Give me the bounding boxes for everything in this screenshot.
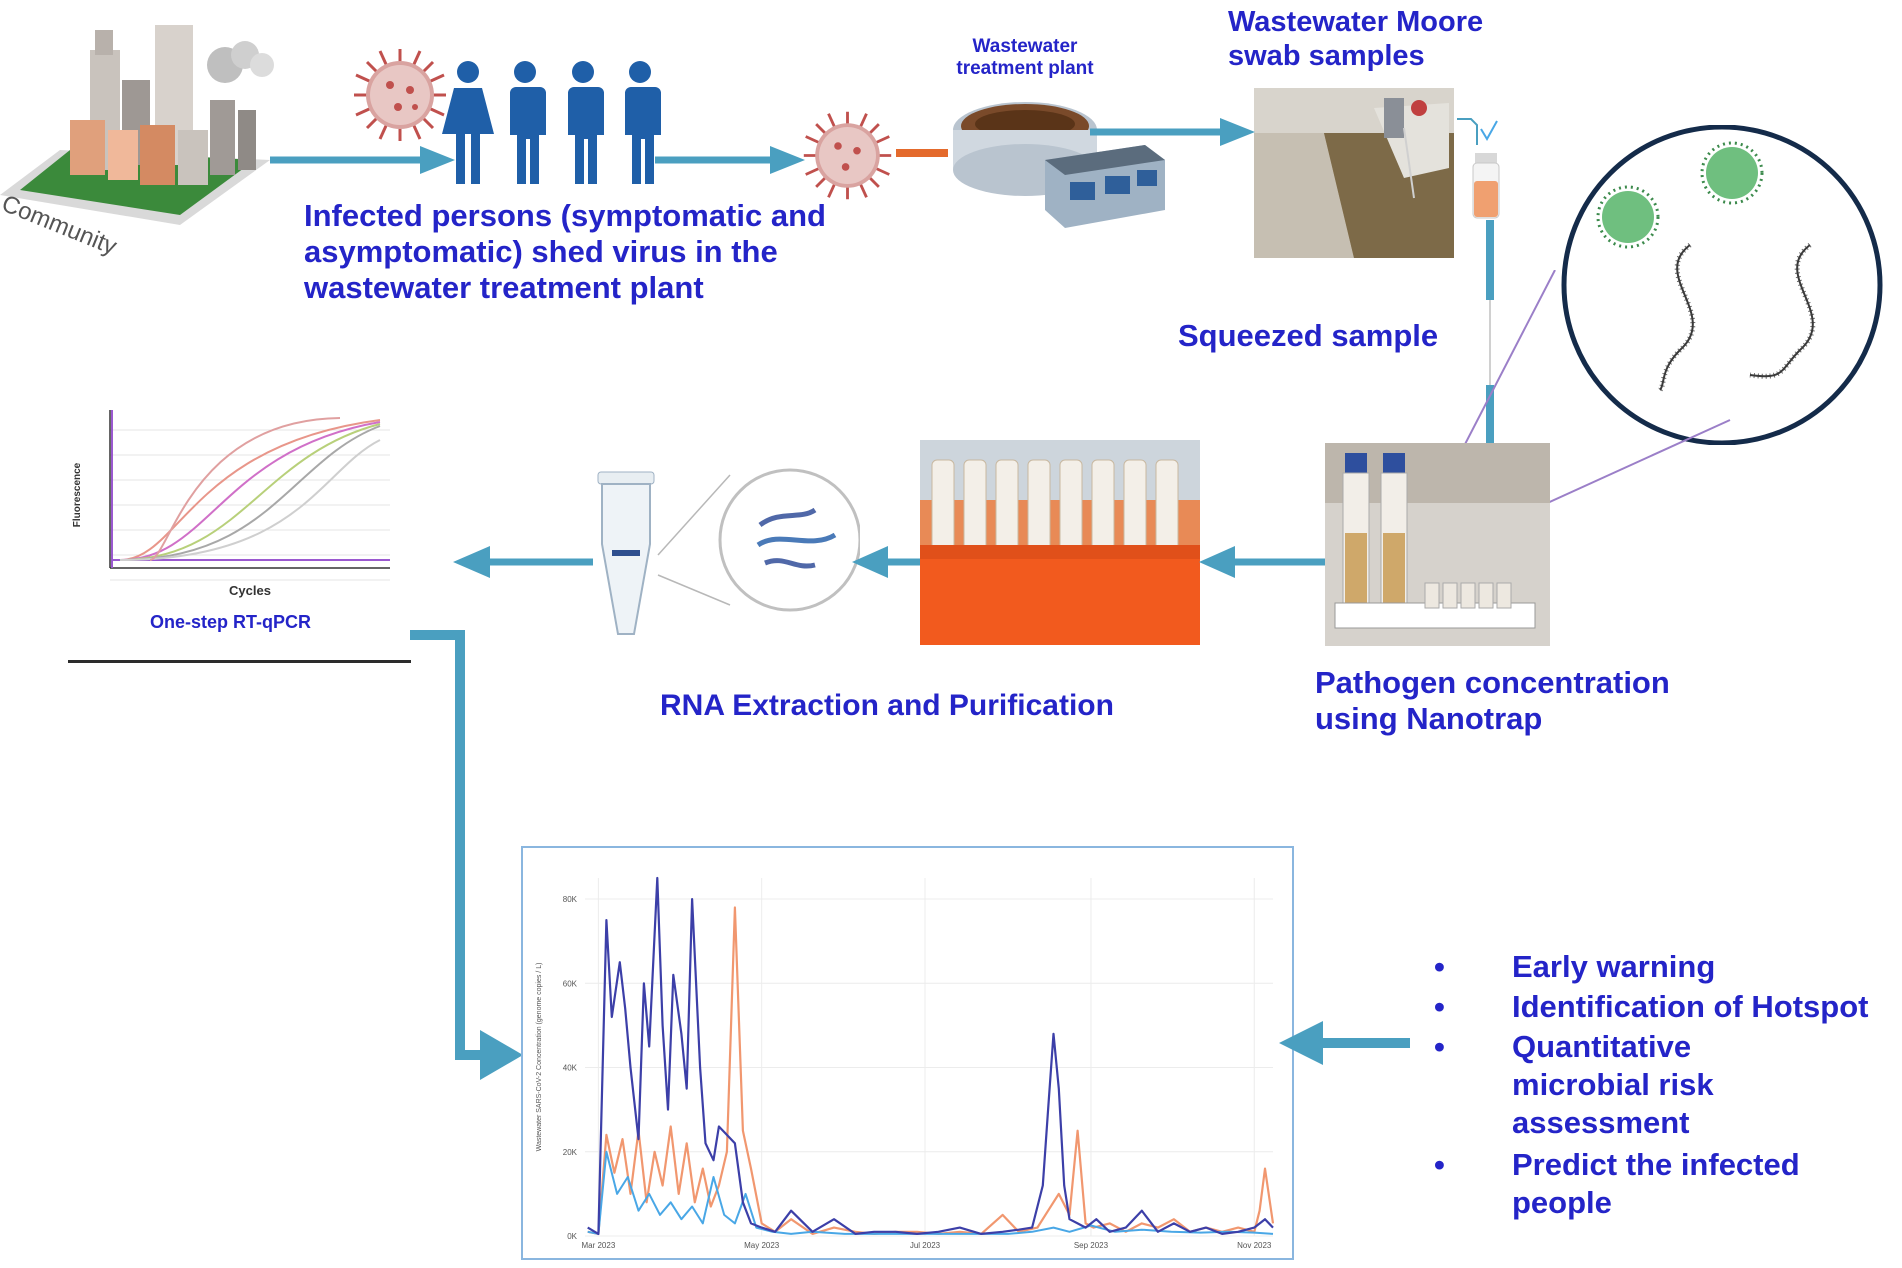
wastewater-time-series-panel: 0K 20K 40K 60K 80K Mar 2023 May 2023 Jul 2023 Se…	[521, 846, 1294, 1260]
arrow-people-to-virus	[655, 146, 805, 174]
bullet-icon: •	[1434, 949, 1445, 984]
arrow-plant-to-swab	[1090, 118, 1255, 146]
arrow-community-to-people	[270, 146, 455, 174]
arrow-to-qpcr	[453, 546, 593, 578]
y-tick-label: 80K	[563, 895, 578, 904]
bullet-icon: •	[1434, 1147, 1445, 1182]
infected-persons-line2: asymptomatic) shed virus in the	[304, 234, 778, 269]
outcome-text: Identification of Hotspot	[1512, 989, 1869, 1024]
x-tick-label: Jul 2023	[910, 1241, 941, 1250]
outcomes-list: • Early warning • Identification of Hotspo…	[1430, 948, 1868, 1224]
wwtp-label-line2: treatment plant	[956, 58, 1094, 79]
rtqpcr-label-text: One-step RT-qPCR	[150, 612, 312, 632]
y-axis-label: Wastewater SARS-CoV-2 Concentration (gen…	[536, 963, 543, 1152]
virus-icon-1	[354, 49, 446, 141]
wwtp-label: Wastewater treatment plant	[930, 36, 1120, 80]
rna-extraction-label: RNA Extraction and Purification	[660, 688, 1114, 724]
x-tick-label: Nov 2023	[1237, 1241, 1272, 1250]
wwtp-label-line1: Wastewater	[972, 36, 1078, 57]
community-city-illustration	[0, 25, 274, 225]
squeezed-sample-text: Squeezed sample	[1178, 318, 1439, 353]
moore-swab-label-line2: swab samples	[1228, 40, 1425, 72]
outcome-text: Predict the infected people	[1512, 1147, 1800, 1220]
rtqpcr-label: One-step RT-qPCR	[150, 612, 311, 633]
rtqpcr-underline	[68, 660, 411, 663]
qpcr-ylabel: Fluorescence	[72, 462, 83, 527]
pathogen-concentration-label: Pathogen concentration using Nanotrap	[1315, 665, 1670, 737]
treatment-plant-illustration	[953, 102, 1165, 228]
arrow-qpcr-to-chart	[410, 630, 523, 1080]
outcome-item: • Identification of Hotspot	[1430, 988, 1868, 1026]
y-tick-label: 60K	[563, 979, 578, 988]
series-line-3	[587, 1150, 1274, 1235]
moore-swab-photo	[1254, 88, 1454, 258]
x-tick-label: Sep 2023	[1074, 1241, 1109, 1250]
squeezed-sample-tube	[1457, 118, 1500, 219]
outcome-item: • Early warning	[1430, 948, 1868, 986]
series-line-1	[587, 876, 1274, 1235]
microcentrifuge-tube	[597, 471, 655, 635]
outcome-item: • Quantitative microbial risk assessment	[1430, 1028, 1822, 1142]
y-tick-label: 20K	[563, 1148, 578, 1157]
wastewater-time-series-chart: 0K 20K 40K 60K 80K Mar 2023 May 2023 Jul 2023 Se…	[536, 876, 1275, 1250]
x-tick-label: Mar 2023	[581, 1241, 615, 1250]
moore-swab-label: Wastewater Moore swab samples	[1228, 5, 1483, 73]
arrow-outcomes-to-chart	[1279, 1021, 1410, 1065]
outcome-text: Quantitative microbial risk assessment	[1512, 1029, 1714, 1140]
outcome-text: Early warning	[1512, 949, 1716, 984]
extraction-tube-rack-photo	[920, 440, 1200, 645]
infected-persons-label: Infected persons (symptomatic and asympt…	[304, 198, 826, 306]
bullet-icon: •	[1434, 1029, 1445, 1064]
pipe-connector	[896, 149, 948, 157]
magnified-pathogen-circle	[1561, 125, 1883, 445]
pathogen-concentration-line2: using Nanotrap	[1315, 701, 1543, 736]
pathogen-concentration-line1: Pathogen concentration	[1315, 665, 1670, 700]
rna-extraction-text: RNA Extraction and Purification	[660, 689, 1114, 722]
rna-magnify-circle	[657, 468, 860, 612]
bullet-icon: •	[1434, 989, 1445, 1024]
moore-swab-label-line1: Wastewater Moore	[1228, 6, 1484, 38]
infected-people-icons	[442, 61, 661, 184]
outcome-item: • Predict the infected people	[1430, 1146, 1812, 1222]
nanotrap-photo	[1325, 443, 1550, 646]
x-tick-label: May 2023	[744, 1241, 780, 1250]
infected-persons-line3: wastewater treatment plant	[304, 270, 704, 305]
qpcr-xlabel: Cycles	[229, 583, 271, 598]
qpcr-amplification-plot: Fluorescence Cycles	[72, 410, 390, 598]
y-tick-label: 0K	[567, 1232, 577, 1241]
squeezed-sample-label: Squeezed sample	[1178, 318, 1438, 354]
infected-persons-line1: Infected persons (symptomatic and	[304, 198, 826, 233]
virus-icon-2	[803, 111, 892, 200]
y-tick-label: 40K	[563, 1064, 578, 1073]
arrow-to-extraction	[1199, 546, 1330, 578]
